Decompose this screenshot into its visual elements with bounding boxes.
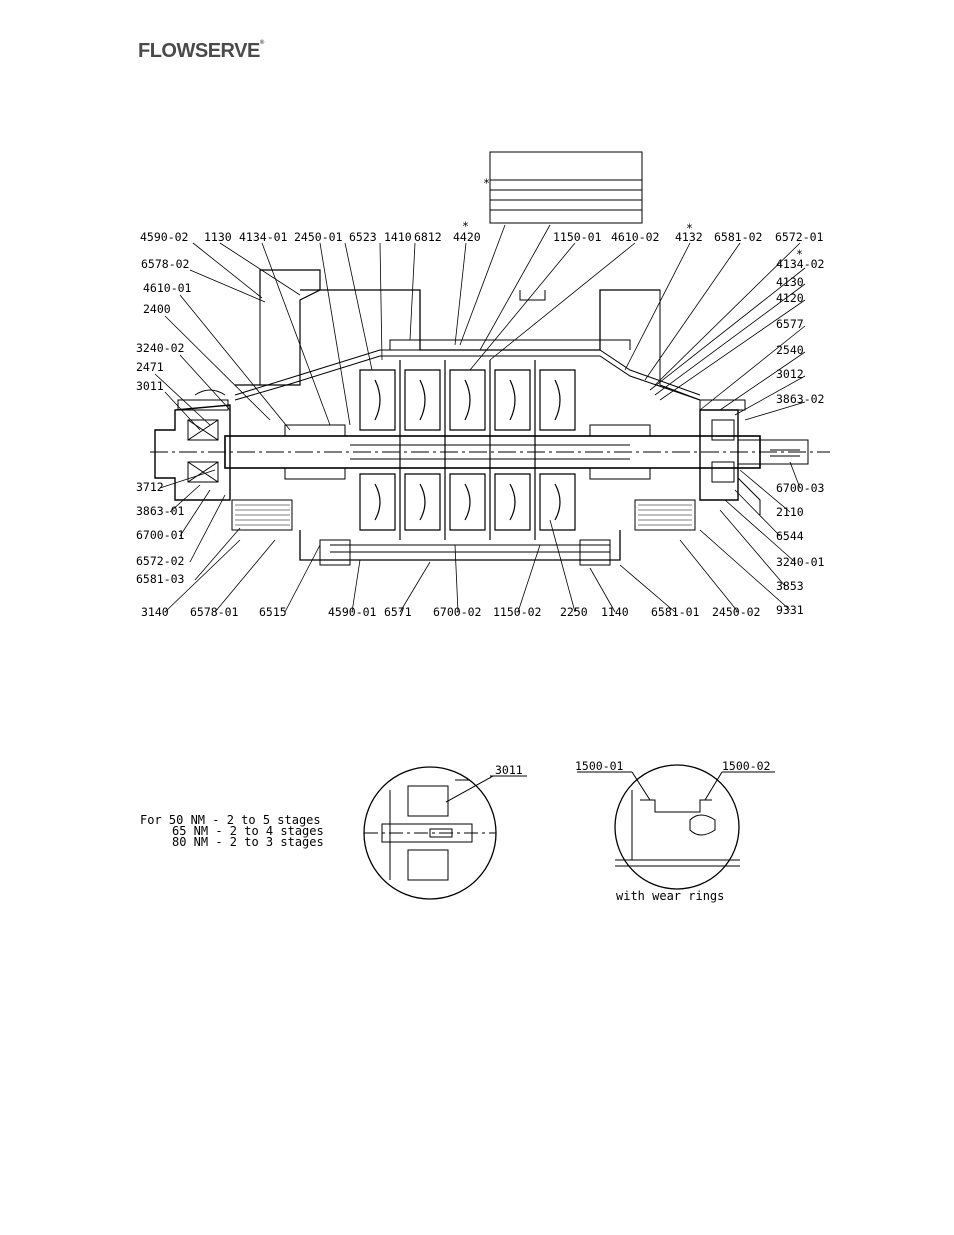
detail-label-1500-01: 1500-01 <box>575 759 624 773</box>
label-2450-02: 2450-02 <box>712 605 760 619</box>
label-4130: 4130 <box>776 275 804 289</box>
stage-note-80: 80 NM - 2 to 3 stages <box>172 835 324 849</box>
label-1410: 1410 <box>384 230 412 244</box>
label-3012: 3012 <box>776 367 804 381</box>
pump-casing <box>299 289 660 566</box>
label-6572-01: 6572-01 <box>775 230 824 244</box>
label-3140: 3140 <box>141 605 169 619</box>
star-mark-4134-02: * <box>796 247 803 261</box>
label-6700-01: 6700-01 <box>136 528 185 542</box>
label-6581-02: 6581-02 <box>714 230 762 244</box>
balancing-pipe <box>234 349 701 401</box>
left-packing-box <box>231 269 346 531</box>
label-2110: 2110 <box>776 505 804 519</box>
label-6700-02: 6700-02 <box>433 605 481 619</box>
flowserve-logo: FLOWSERVE® <box>138 40 264 63</box>
label-1140: 1140 <box>601 605 629 619</box>
label-3863-01: 3863-01 <box>136 504 185 518</box>
label-3240-02: 3240-02 <box>136 341 184 355</box>
label-1150-02: 1150-02 <box>493 605 541 619</box>
label-6571: 6571 <box>384 605 412 619</box>
label-2400: 2400 <box>143 302 171 316</box>
leader-lines <box>154 224 806 613</box>
label-9331: 9331 <box>776 603 804 617</box>
star-mark-4420: * <box>462 219 469 233</box>
label-6578-01: 6578-01 <box>190 605 239 619</box>
label-6581-01: 6581-01 <box>651 605 700 619</box>
label-2250: 2250 <box>560 605 588 619</box>
label-6812: 6812 <box>414 230 442 244</box>
label-6515: 6515 <box>259 605 287 619</box>
label-3011: 3011 <box>136 379 164 393</box>
bearing-detail-circle <box>363 766 527 900</box>
label-2450-01: 2450-01 <box>294 230 343 244</box>
label-3863-02: 3863-02 <box>776 392 824 406</box>
right-bearing-housing <box>699 399 761 515</box>
star-mark-table: * <box>483 176 490 190</box>
label-4420: 4420 <box>453 230 481 244</box>
parts-table <box>489 151 643 224</box>
label-6581-03: 6581-03 <box>136 572 185 586</box>
logo-registered-mark: ® <box>259 40 264 46</box>
label-2471: 2471 <box>136 360 164 374</box>
label-2540: 2540 <box>776 343 804 357</box>
label-4610-02: 4610-02 <box>611 230 659 244</box>
label-6577: 6577 <box>776 317 804 331</box>
star-mark-4132: * <box>686 221 693 235</box>
label-4134-02: 4134-02 <box>776 257 824 271</box>
stage-note-65: 65 NM - 2 to 4 stages <box>172 824 324 838</box>
label-3853: 3853 <box>776 579 804 593</box>
label-6700-03: 6700-03 <box>776 481 825 495</box>
left-bearing-housing <box>154 389 231 501</box>
wear-rings-caption: with wear rings <box>616 889 724 903</box>
label-3240-01: 3240-01 <box>776 555 825 569</box>
label-3712: 3712 <box>136 480 164 494</box>
label-4132: 4132 <box>675 230 703 244</box>
stage-note-50: For 50 NM - 2 to 5 stages <box>140 813 321 827</box>
impeller-stages <box>359 360 576 540</box>
label-4134-01: 4134-01 <box>239 230 288 244</box>
wear-ring-detail-circle <box>577 764 775 890</box>
right-packing-box <box>589 289 701 531</box>
label-4590-01: 4590-01 <box>328 605 377 619</box>
label-4120: 4120 <box>776 291 804 305</box>
label-1130: 1130 <box>204 230 232 244</box>
detail-label-1500-02: 1500-02 <box>722 759 770 773</box>
label-6544: 6544 <box>776 529 804 543</box>
label-6523: 6523 <box>349 230 377 244</box>
logo-text: FLOWSERVE <box>138 40 260 62</box>
label-6578-02: 6578-02 <box>141 257 189 271</box>
label-4610-01: 4610-01 <box>143 281 192 295</box>
label-4590-02: 4590-02 <box>140 230 188 244</box>
label-1150-01: 1150-01 <box>553 230 602 244</box>
detail-label-3011: 3011 <box>495 763 523 777</box>
label-6572-02: 6572-02 <box>136 554 184 568</box>
